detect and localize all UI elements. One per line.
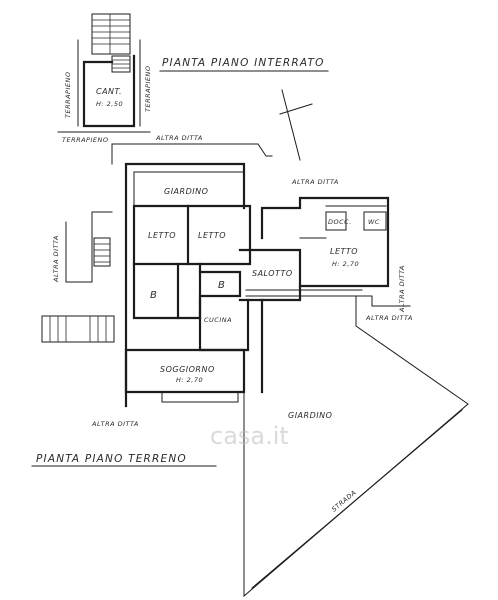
basement-stair bbox=[91, 13, 131, 73]
cantina-label: CANT. bbox=[96, 87, 122, 96]
north-arrow-icon bbox=[279, 89, 313, 161]
letto-3-label: LETTO bbox=[330, 247, 358, 256]
bagno-1-label: B bbox=[150, 290, 157, 301]
wc-label: WC bbox=[368, 218, 380, 226]
terrapieno-right-label: TERRAPIENO bbox=[144, 66, 152, 112]
altra-ditta-bottom-label: ALTRA DITTA bbox=[91, 420, 139, 428]
giardino-top-label: GIARDINO bbox=[164, 187, 208, 196]
cucina-label: CUCINA bbox=[204, 316, 232, 324]
letto-3-height-label: H: 2,70 bbox=[332, 260, 359, 268]
watermark-logo: casa.it bbox=[210, 422, 289, 450]
lower-left-steps bbox=[41, 315, 115, 343]
plan-title-terreno: PIANTA PIANO TERRENO bbox=[36, 453, 187, 465]
cantina-height-label: H: 2,50 bbox=[96, 100, 123, 108]
salotto-label: SALOTTO bbox=[252, 269, 293, 278]
soggiorno-label: SOGGIORNO bbox=[160, 365, 215, 374]
altra-ditta-top-label: ALTRA DITTA bbox=[155, 134, 203, 142]
terrapieno-left-label: TERRAPIENO bbox=[64, 72, 72, 118]
altra-ditta-right-vertical-label: ALTRA DITTA bbox=[398, 265, 406, 313]
ground-stair bbox=[93, 237, 111, 267]
basement-plan: CANT. H: 2,50 TERRAPIENO TERRAPIENO TERR… bbox=[57, 13, 152, 144]
ground-floor-plan: ALTRA DITTA GIARDINO LETTO LETTO B B SAL… bbox=[31, 134, 469, 598]
bagno-2-label: B bbox=[218, 280, 225, 291]
letto-2-label: LETTO bbox=[198, 231, 226, 240]
terrapieno-bottom-label: TERRAPIENO bbox=[62, 136, 108, 144]
giardino-bottom-label: GIARDINO bbox=[288, 411, 332, 420]
altra-ditta-mid-label: ALTRA DITTA bbox=[291, 178, 339, 186]
plan-title-interrato: PIANTA PIANO INTERRATO bbox=[162, 57, 325, 69]
letto-1-label: LETTO bbox=[148, 231, 176, 240]
altra-ditta-right-label: ALTRA DITTA bbox=[365, 314, 413, 322]
altra-ditta-left-label: ALTRA DITTA bbox=[52, 235, 60, 283]
soggiorno-height-label: H: 2,70 bbox=[176, 376, 203, 384]
doccia-label: DOCC. bbox=[328, 218, 352, 226]
